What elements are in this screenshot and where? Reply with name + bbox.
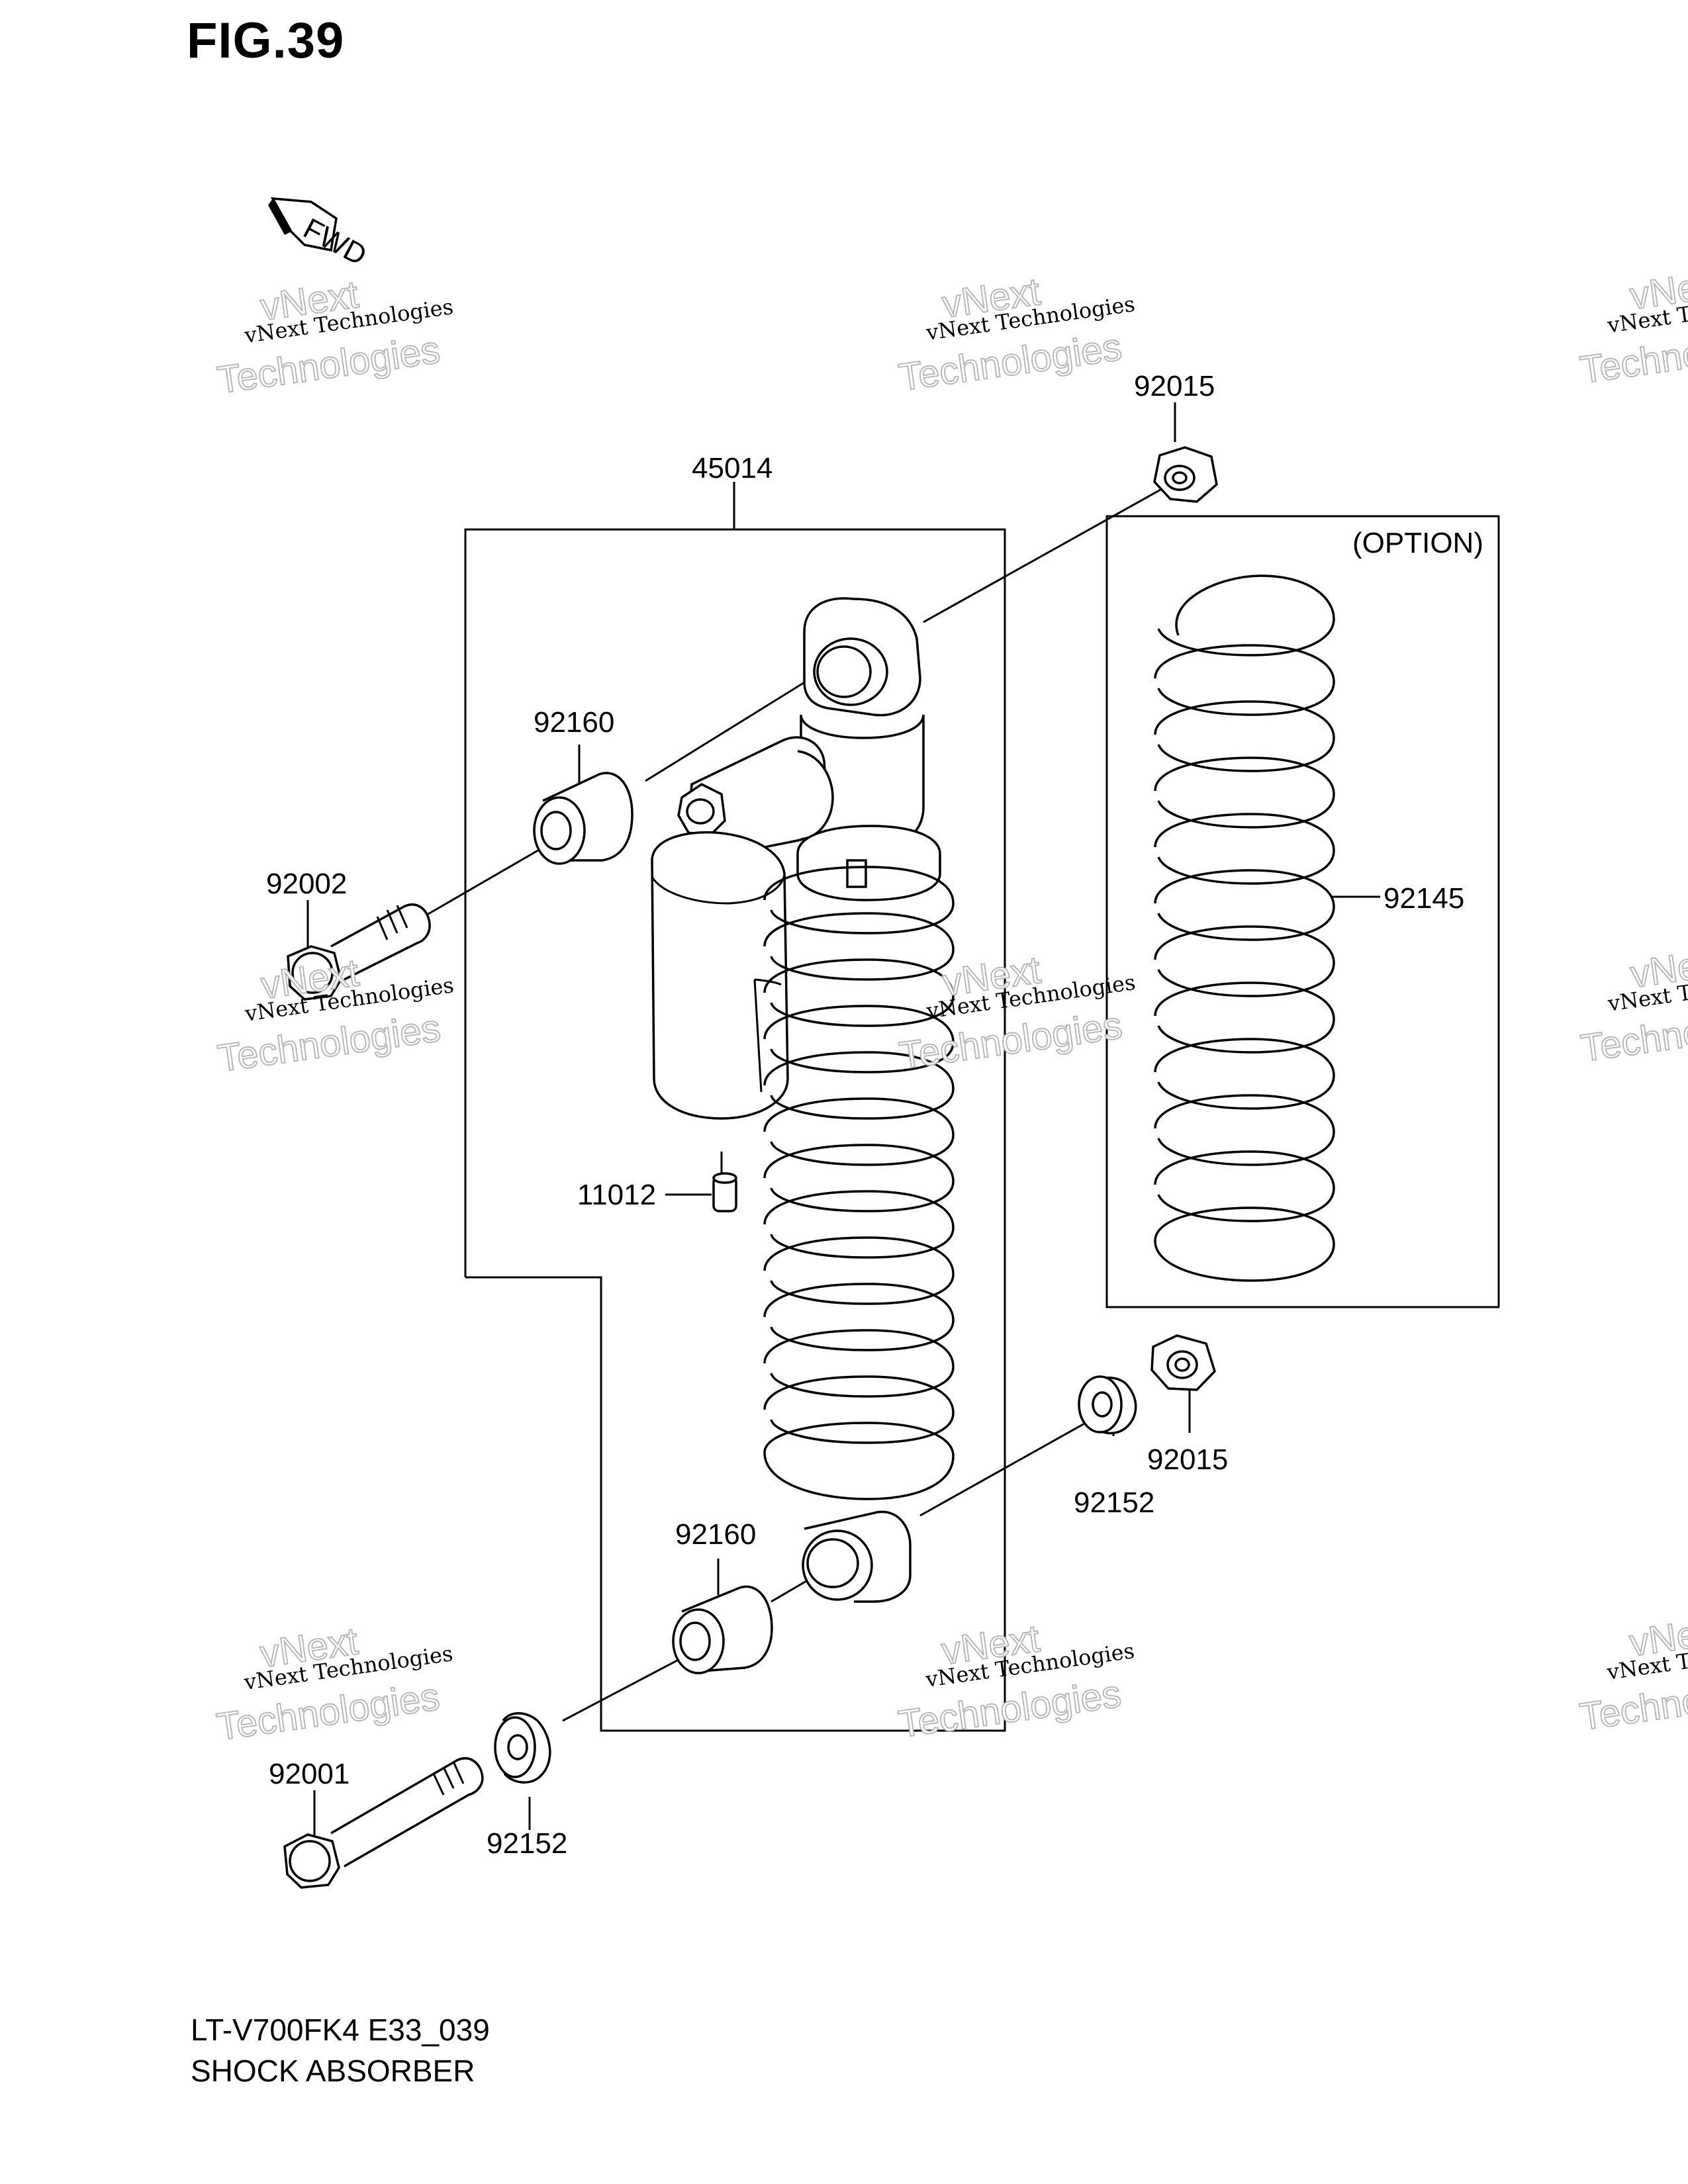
label-92152-right: 92152 [1074, 1486, 1154, 1519]
figure-name: SHOCK ABSORBER [191, 2054, 475, 2088]
svg-text:vNext: vNext [1627, 1608, 1688, 1664]
washer-92152-right [1078, 1375, 1137, 1435]
bolt-92002 [287, 903, 431, 1001]
label-92015-bottom: 92015 [1147, 1443, 1228, 1476]
label-92001: 92001 [269, 1758, 350, 1790]
bolt-92001 [283, 1757, 484, 1889]
svg-text:vNext: vNext [1627, 261, 1688, 318]
label-45014: 45014 [692, 452, 773, 484]
label-11012: 11012 [577, 1179, 656, 1211]
label-92152-left: 92152 [487, 1827, 567, 1860]
fwd-arrow-icon: FWD [268, 197, 372, 272]
watermark-1: Technologies vNext vNext Technologies [214, 272, 455, 402]
watermark-4: Technologies vNext vNext Technologies [214, 950, 455, 1081]
watermark-7: Technologies vNext vNext Technologies [214, 1619, 455, 1749]
label-92002: 92002 [266, 868, 347, 900]
figure-title: FIG.39 [187, 13, 345, 69]
shock-absorber-45014 [651, 597, 955, 1603]
assembly-45014-outline [464, 528, 1006, 1732]
option-spring-box [1105, 515, 1500, 1308]
watermark-3: Technologies vNext vNext Technologies [1577, 261, 1688, 392]
label-92145: 92145 [1383, 882, 1464, 915]
model-code: LT-V700FK4 E33_039 [191, 2013, 490, 2047]
bushing-92160-top [533, 772, 633, 865]
shock-spring-coils [763, 866, 955, 1500]
watermark-6: Technologies vNext vNext Technologies [1577, 939, 1688, 1071]
bushing-92160-bottom [672, 1585, 773, 1674]
watermark-9: Technologies vNext vNext Technologies [1576, 1608, 1688, 1739]
option-spring-92145 [1154, 574, 1335, 1282]
washer-92152-left [494, 1712, 551, 1784]
watermark-8: Technologies vNext vNext Technologies [895, 1616, 1136, 1747]
valve-11012 [712, 1172, 737, 1212]
watermark-2: Technologies vNext vNext Technologies [896, 269, 1137, 400]
watermark-5: Technologies vNext vNext Technologies [896, 948, 1137, 1078]
label-92160-bottom: 92160 [675, 1518, 756, 1551]
label-92015-top: 92015 [1134, 370, 1215, 402]
nut-92015-bottom [1150, 1334, 1216, 1391]
label-92160-top: 92160 [534, 706, 614, 739]
nut-92015-top [1153, 446, 1218, 503]
option-label: (OPTION) [1352, 527, 1483, 559]
